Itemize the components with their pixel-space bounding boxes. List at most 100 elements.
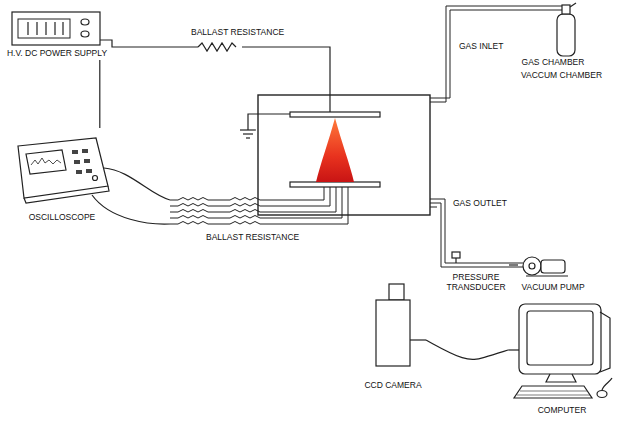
plasma-glow [316, 118, 354, 182]
drawing-stroke [376, 300, 410, 366]
drawing-stroke [93, 176, 98, 181]
drawing-stroke [243, 133, 253, 134]
drawing-stroke [12, 12, 100, 45]
drawing-stroke [541, 260, 565, 273]
connecting-wire [426, 340, 508, 359]
part-label: BALLAST RESISTANCE [190, 28, 285, 37]
oscilloscope [18, 138, 109, 203]
drawing-stroke [170, 187, 336, 212]
drawing-stroke [82, 149, 88, 153]
computer-box: COMPUTER [508, 300, 616, 417]
drawing-stroke [18, 138, 108, 198]
ground-symbol [240, 130, 256, 138]
connecting-wire [509, 264, 518, 265]
drawing-stroke [526, 275, 568, 276]
drawing-stroke [570, 3, 576, 7]
gas-outlet-pipe [430, 199, 524, 267]
device-label: H.V. DC POWER SUPPLY [7, 49, 107, 60]
part-label: VACCUM CHAMBER [520, 71, 603, 80]
drawing-stroke [27, 22, 28, 35]
drawing-stroke [430, 6, 562, 102]
power-supply-box: H.V. DC POWER SUPPLY [4, 10, 111, 60]
drawing-stroke [523, 257, 541, 275]
drawing-stroke [45, 22, 46, 35]
drawing-stroke [81, 31, 89, 37]
probe-lead [92, 195, 170, 224]
drawing-stroke [170, 187, 348, 224]
drawing-stroke [74, 160, 80, 164]
drawing-stroke [389, 284, 404, 300]
part-label: GAS INLET [458, 42, 504, 51]
device-label: OSCILLOSCOPE [29, 213, 96, 224]
drawing-stroke [529, 263, 535, 269]
gas-chamber-box: GAS CHAMBER [519, 2, 588, 69]
resistor-symbol [230, 198, 260, 201]
drawing-stroke [240, 129, 256, 130]
drawing-stroke [26, 150, 66, 174]
drawing-stroke [602, 378, 612, 390]
drawing-stroke [54, 22, 55, 35]
top-electrode [290, 112, 380, 117]
device-label: PRESSURE TRANSDUCER [446, 273, 506, 294]
resistor-symbol [198, 43, 236, 51]
drawing-stroke [170, 187, 330, 206]
resistor-symbol [230, 204, 260, 207]
power-supply [12, 12, 100, 45]
vacuum-chamber [258, 95, 430, 215]
resistor-symbol [178, 222, 208, 225]
probe-lead [104, 168, 170, 200]
drawing-stroke [546, 374, 576, 382]
drawing-stroke [517, 395, 590, 396]
drawing-stroke [514, 386, 592, 398]
drawing-stroke [246, 137, 250, 138]
bottom-electrode [290, 182, 380, 187]
drawing-stroke [562, 5, 570, 14]
drawing-stroke [36, 22, 37, 35]
drawing-stroke [430, 10, 562, 98]
drawing-stroke [31, 158, 61, 165]
drawing-stroke [72, 150, 78, 154]
resistor-symbol [178, 204, 208, 207]
drawing-stroke [600, 312, 610, 372]
drawing-stroke [12, 3, 612, 398]
resistor-symbol [230, 210, 260, 213]
drawing-stroke [445, 203, 523, 263]
gas-inlet-pipe [430, 6, 562, 102]
resistor-symbol [178, 198, 208, 201]
part-label: GAS OUTLET [452, 199, 508, 208]
drawing-stroke [452, 252, 460, 258]
ground-wire [248, 114, 290, 130]
resistor-symbol [230, 222, 260, 225]
drawing-stroke [170, 187, 342, 218]
connecting-wire [99, 60, 100, 128]
drawing-stroke [410, 339, 426, 340]
drawing-stroke [520, 391, 587, 392]
resistor-symbol [178, 210, 208, 213]
transducer-box: PRESSURE TRANSDUCER [443, 250, 509, 294]
device-label: COMPUTER [538, 406, 587, 417]
drawing-stroke [86, 169, 92, 173]
drawing-stroke [170, 187, 324, 200]
electrode-wires [170, 187, 348, 224]
resistor-symbol [230, 216, 260, 219]
drawing-stroke [430, 207, 437, 208]
pressure-transducer [452, 252, 460, 263]
drawing-stroke [430, 203, 524, 267]
drawing-stroke [81, 19, 89, 25]
hv-wire [100, 40, 330, 113]
ccd-camera [376, 284, 426, 366]
drawing-stroke [62, 22, 63, 35]
drawing-stroke [84, 159, 90, 163]
computer [508, 304, 612, 398]
resistor-symbol [178, 216, 208, 219]
vacuum-pump [523, 257, 568, 276]
device-label: GAS CHAMBER [522, 58, 585, 69]
drawing-stroke [597, 391, 607, 398]
part-label: BALLAST RESISTANCE [205, 233, 300, 242]
drawing-stroke [18, 19, 70, 38]
pump-box: VACUUM PUMP [518, 252, 588, 294]
camera-box: CCD CAMERA [360, 280, 426, 392]
device-label: VACUUM PUMP [521, 283, 584, 294]
